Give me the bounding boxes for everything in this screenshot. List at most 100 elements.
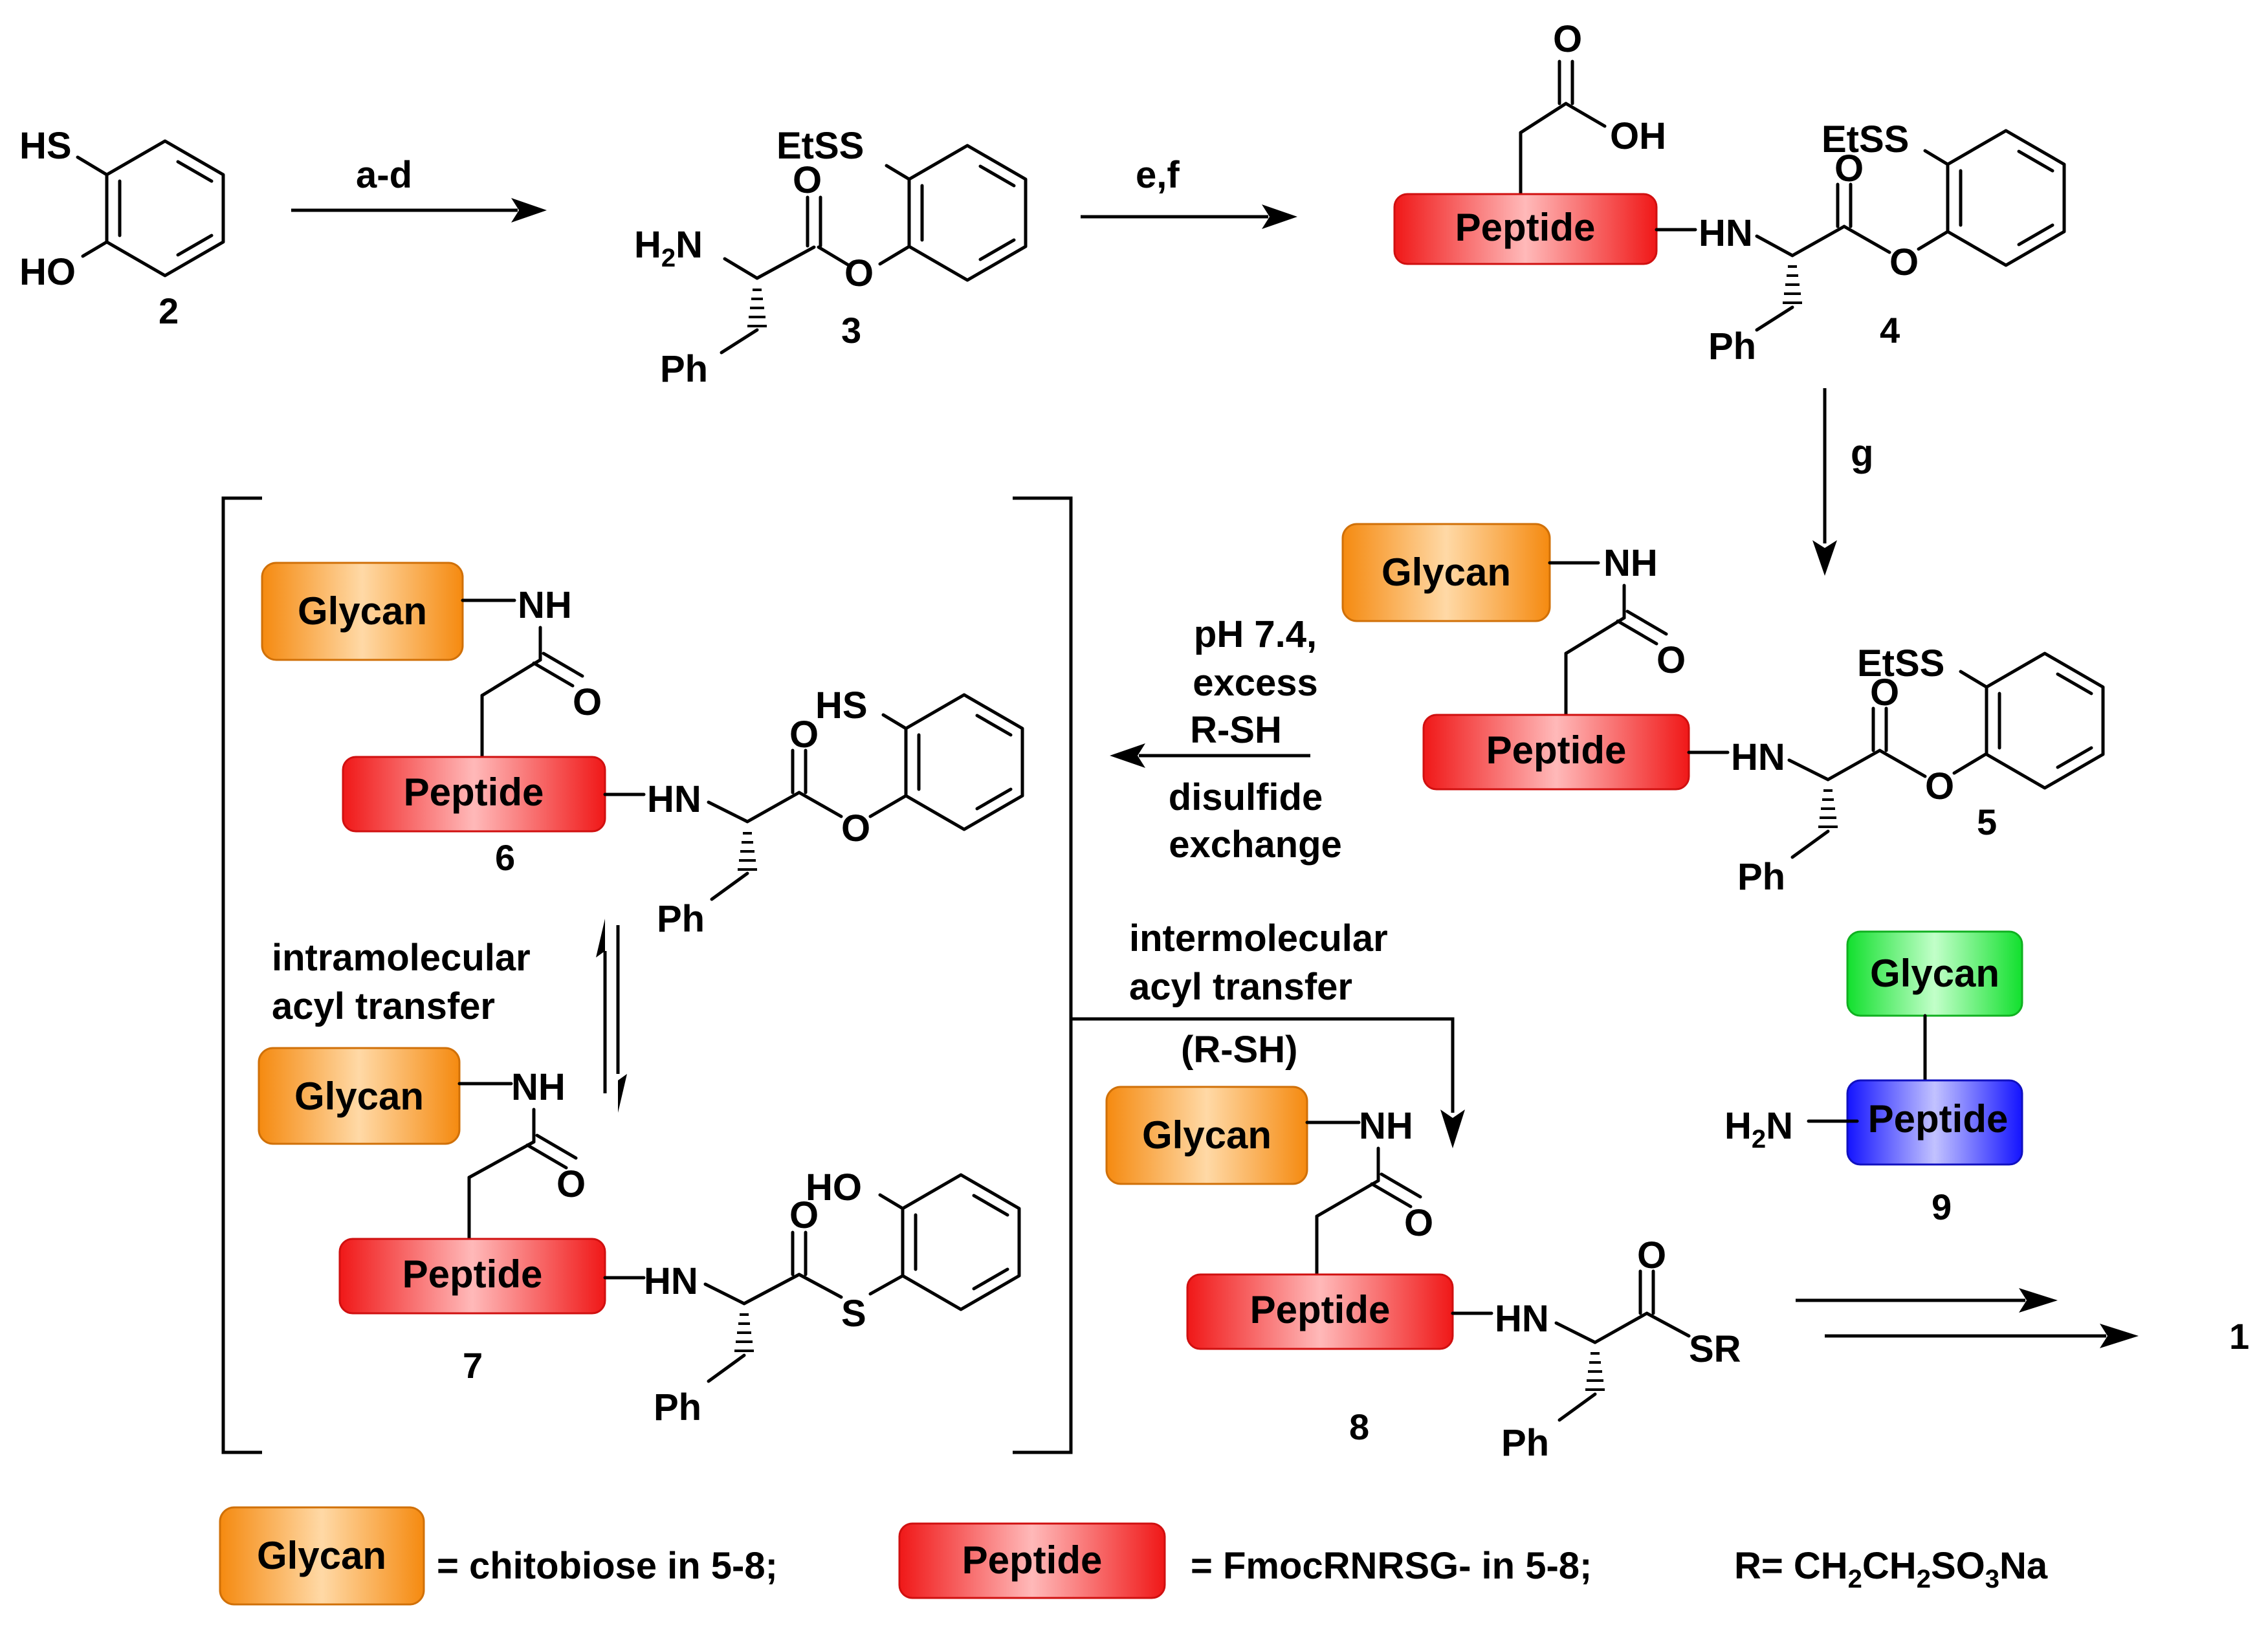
compound-6: Glycan NH O Peptide HN Ph O O (261, 562, 1024, 940)
legend-r-definition: R= CH2CH2SO3Na (1734, 1545, 2048, 1593)
etss-label: EtSS (776, 125, 864, 167)
glycan-box (258, 1047, 461, 1145)
compound-number-5: 5 (1977, 802, 1997, 842)
peptide-label: Peptide (404, 771, 544, 814)
reagents-e-f: e,f (1136, 154, 1180, 196)
compound-3: EtSS O H2N O Ph 3 (634, 125, 1028, 390)
compound-5: Glycan NH O Peptide HN Ph O O (1341, 523, 2105, 898)
hydroxyl-label: HO (19, 251, 76, 293)
legend-peptide-label: Peptide (962, 1538, 1103, 1582)
peptide-label: Peptide (1486, 728, 1627, 772)
amide-o-label: O (1404, 1202, 1433, 1244)
compound-number-9: 9 (1932, 1186, 1952, 1227)
etss-label: EtSS (1822, 118, 1909, 160)
compound-9: Glycan Peptide H2N 9 (1724, 930, 2023, 1227)
amide-nh-label: NH (518, 584, 572, 626)
compound-number-8: 8 (1349, 1406, 1369, 1447)
peptide-label: Peptide (1868, 1097, 2009, 1141)
carbonyl-o-label: O (1637, 1234, 1666, 1276)
amide-hn-label: HN (644, 1260, 698, 1302)
compound-8: Glycan NH O Peptide HN Ph O SR 8 (1105, 1086, 1741, 1464)
compound-2: HS HO 2 (19, 125, 225, 331)
legend-peptide-box (898, 1522, 1166, 1599)
etss-label: EtSS (1857, 642, 1944, 684)
amide-nh-label: NH (511, 1066, 566, 1108)
carbonyl-o-label: O (793, 159, 822, 201)
phenyl-label: Ph (1501, 1422, 1549, 1464)
thioester-s-label: S (841, 1293, 866, 1335)
glycan-label: Glycan (298, 589, 427, 633)
acid-oh-label: OH (1610, 115, 1666, 157)
legend-glycan-box (219, 1506, 425, 1606)
glycan-box (1105, 1086, 1308, 1185)
reagents-a-d: a-d (356, 154, 412, 196)
legend-peptide-definition: = FmocRNRSG- in 5-8; (1191, 1545, 1592, 1587)
condition-disulfide: disulfide (1169, 776, 1323, 818)
arrow-step-e-f: e,f (1081, 154, 1297, 229)
carbonyl-o-label: O (789, 1194, 819, 1236)
arrow-intermolecular: intermolecular acyl transfer (R-SH) (1071, 917, 1465, 1148)
amide-o-label: O (556, 1163, 586, 1205)
glycan-label: Glycan (294, 1075, 424, 1118)
glycan-box (261, 562, 464, 661)
arrow-step-g: g (1812, 388, 1873, 576)
compound-4: O OH Peptide HN Ph O O EtSS 4 (1393, 18, 2066, 367)
acid-o-label: O (1553, 18, 1582, 60)
ester-o-label: O (1925, 765, 1954, 807)
phenyl-label: Ph (654, 1386, 701, 1428)
intramolecular-label: intramolecular (272, 937, 531, 979)
condition-rsh: R-SH (1190, 709, 1282, 751)
amide-hn-label: HN (1731, 736, 1785, 778)
intermediate-brackets (221, 496, 1073, 1454)
amide-nh-label: NH (1359, 1105, 1413, 1147)
glycan-label: Glycan (1382, 551, 1511, 594)
arrow-disulfide-exchange: pH 7.4, excess R-SH disulfide exchange (1110, 613, 1342, 866)
inter-acyl-transfer-label: acyl transfer (1129, 966, 1352, 1008)
amine-label: H2N (1724, 1105, 1793, 1153)
carbonyl-o-label: O (1870, 672, 1899, 714)
hydroxyl-label: HO (806, 1166, 862, 1208)
legend-glycan-definition: = chitobiose in 5-8; (437, 1545, 778, 1587)
ester-o-label: O (841, 807, 870, 849)
inter-reagent-label: (R-SH) (1181, 1029, 1297, 1071)
amide-hn-label: HN (647, 778, 701, 820)
compound-number-1: 1 (2229, 1316, 2249, 1357)
ester-o-label: O (844, 252, 874, 294)
arrows-to-product-1: 1 (1796, 1288, 2249, 1357)
legend: Glycan = chitobiose in 5-8; Peptide = Fm… (219, 1506, 2048, 1606)
ester-o-label: O (1889, 241, 1919, 283)
glycan-label: Glycan (1142, 1113, 1272, 1157)
condition-exchange: exchange (1169, 824, 1342, 866)
legend-glycan-label: Glycan (257, 1534, 386, 1577)
compound-number-6: 6 (495, 837, 515, 878)
carbonyl-o-label: O (1834, 148, 1864, 190)
reagent-g: g (1851, 432, 1873, 474)
amide-nh-label: NH (1603, 542, 1658, 584)
amide-hn-label: HN (1495, 1298, 1549, 1340)
glycan-label: Glycan (1870, 952, 1999, 995)
thioester-sr-label: SR (1689, 1328, 1741, 1370)
amide-hn-label: HN (1699, 212, 1753, 254)
phenyl-label: Ph (1737, 856, 1785, 898)
compound-number-4: 4 (1880, 310, 1900, 351)
carbonyl-o-label: O (789, 714, 819, 756)
arrow-step-a-d: a-d (291, 154, 547, 223)
glycan-box (1341, 523, 1551, 622)
phenyl-label: Ph (1708, 325, 1756, 367)
compound-number-3: 3 (841, 310, 861, 351)
compound-7: Glycan NH O Peptide HN Ph O S (258, 1047, 1021, 1428)
amide-o-label: O (573, 681, 602, 723)
thiol-label: HS (19, 125, 72, 167)
peptide-label: Peptide (402, 1252, 543, 1296)
phenyl-label: Ph (660, 348, 708, 390)
intermolecular-label: intermolecular (1129, 917, 1388, 959)
thiol-label: HS (815, 684, 868, 727)
amide-o-label: O (1657, 639, 1686, 681)
peptide-label: Peptide (1455, 206, 1596, 249)
condition-ph: pH 7.4, (1194, 613, 1317, 655)
compound-number-2: 2 (159, 290, 179, 331)
acyl-transfer-label: acyl transfer (272, 985, 495, 1027)
glycan-box-green (1846, 930, 2023, 1017)
condition-excess: excess (1193, 662, 1318, 704)
